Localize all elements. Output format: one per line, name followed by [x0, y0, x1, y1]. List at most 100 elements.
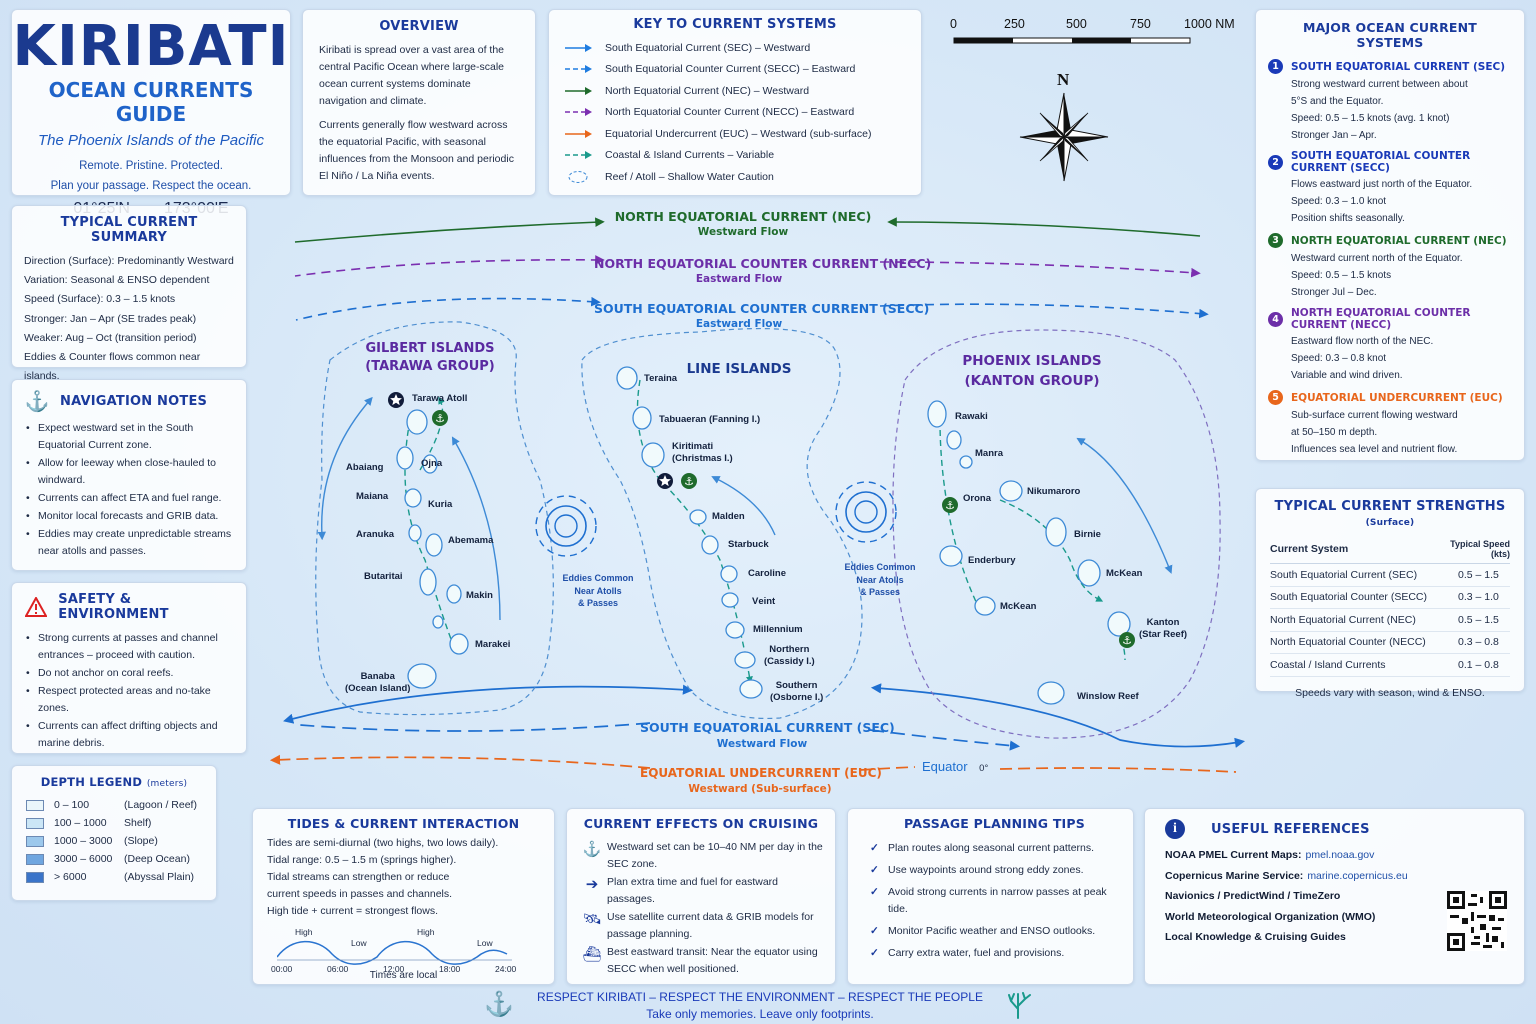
- key-item: North Equatorial Current (NEC) – Westwar…: [563, 80, 907, 102]
- major-systems-title: MAJOR OCEAN CURRENT SYSTEMS: [1302, 20, 1478, 50]
- passage-panel: PASSAGE PLANNING TIPS ✓Plan routes along…: [847, 808, 1134, 985]
- key-label: South Equatorial Current (SEC) – Westwar…: [605, 41, 811, 54]
- overview-title: OVERVIEW: [379, 19, 459, 34]
- strengths-note: Speeds vary with season, wind & ENSO.: [1295, 686, 1485, 699]
- system-name: NORTH EQUATORIAL CURRENT (NEC): [1291, 234, 1507, 247]
- list-item: Allow for leeway when close-hauled to wi…: [24, 455, 234, 489]
- depth-row: 3000 – 6000(Deep Ocean): [26, 850, 202, 868]
- system-cell: South Equatorial Current (SEC): [1270, 563, 1448, 587]
- speed-cell: 0.5 – 1.5: [1448, 608, 1510, 632]
- tide-low-label: Low: [477, 938, 493, 948]
- list-item: ⛴Best eastward transit: Near the equator…: [577, 944, 825, 978]
- tagline: Remote. Pristine. Protected. Plan your p…: [50, 160, 252, 192]
- table-row: North Equatorial Current (NEC)0.5 – 1.5: [1270, 608, 1510, 632]
- system-number-badge: 1: [1268, 59, 1283, 74]
- system-cell: Coastal / Island Currents: [1270, 653, 1448, 677]
- scale-labels: 0 250 500 750 1000 NM: [946, 17, 1246, 33]
- island-label: Tabuaeran (Fanning I.): [659, 414, 761, 425]
- strengths-table: Current System Typical Speed (kts) South…: [1270, 539, 1510, 677]
- check-icon: ✓: [870, 886, 879, 898]
- overview-panel: OVERVIEW Kiribati is spread over a vast …: [302, 9, 536, 196]
- list-item: Do not anchor on coral reefs.: [24, 665, 234, 682]
- list-item: ✓Use waypoints around strong eddy zones.: [870, 862, 1119, 879]
- reference-name: NOAA PMEL Current Maps:: [1165, 849, 1302, 861]
- sec-current: [283, 683, 1246, 751]
- key-line-icon: [565, 65, 592, 74]
- system-name: SOUTH EQUATORIAL COUNTER CURRENT (SECC): [1291, 150, 1471, 174]
- key-item: Equatorial Undercurrent (EUC) – Westward…: [563, 123, 907, 145]
- key-item: North Equatorial Counter Current (NECC) …: [563, 102, 907, 124]
- qr-code-icon[interactable]: [1447, 891, 1507, 951]
- system-line: Speed: 0.5 – 1.5 knots (avg. 1 knot): [1291, 113, 1450, 124]
- key-label: Equatorial Undercurrent (EUC) – Westward…: [605, 127, 872, 140]
- tip-text: Use waypoints around strong eddy zones.: [888, 864, 1084, 876]
- reference-link[interactable]: marine.copernicus.eu: [1307, 869, 1408, 882]
- depth-legend-title: DEPTH LEGEND: [40, 775, 143, 789]
- system-line: Stronger Jul – Dec.: [1291, 287, 1377, 298]
- equator-label: Equator 0°: [922, 759, 989, 774]
- island-label: Aranuka: [356, 529, 395, 540]
- island-label: Millennium: [753, 624, 803, 635]
- island-label: Kiritimati(Christmas I.): [672, 441, 733, 464]
- reference-link[interactable]: pmel.noaa.gov: [1305, 849, 1375, 861]
- island-label: Southern(Osborne I.): [770, 680, 824, 703]
- scale-tick: 250: [1004, 17, 1025, 31]
- safety-panel: SAFETY & ENVIRONMENT Strong currents at …: [11, 582, 247, 754]
- cruising-text: Westward set can be 10–40 NM per day in …: [607, 841, 823, 870]
- info-icon: i: [1165, 819, 1185, 839]
- footer: RESPECT KIRIBATI – RESPECT THE ENVIRONME…: [480, 989, 1040, 1023]
- sec-label: SOUTH EQUATORIAL CURRENT (SEC) Westward …: [640, 720, 895, 750]
- island-label: Abemama: [448, 535, 494, 546]
- island-label: Enderbury: [968, 555, 1016, 566]
- country-title: KIRIBATI: [12, 14, 290, 79]
- island-flow-arrows: [317, 396, 1173, 621]
- key-label: North Equatorial Counter Current (NECC) …: [605, 106, 855, 119]
- reference-name: Navionics / PredictWind / TimeZero: [1165, 890, 1341, 902]
- scale-bar: [953, 37, 1191, 44]
- compass-rose-icon: [1019, 92, 1109, 182]
- depth-range: 1000 – 3000: [54, 835, 113, 847]
- list-item: ⚓Westward set can be 10–40 NM per day in…: [577, 839, 825, 873]
- system-name: SOUTH EQUATORIAL CURRENT (SEC): [1291, 60, 1506, 73]
- table-row: North Equatorial Counter (NECC)0.3 – 0.8: [1270, 631, 1510, 654]
- list-item: ✓Monitor Pacific weather and ENSO outloo…: [870, 923, 1119, 940]
- tides-title: TIDES & CURRENT INTERACTION: [287, 816, 520, 831]
- arrow-right-icon: ➔: [585, 876, 599, 893]
- safety-list: Strong currents at passes and channel en…: [24, 630, 234, 752]
- depth-zone: (Lagoon / Reef): [124, 799, 197, 811]
- secc-label: SOUTH EQUATORIAL COUNTER CURRENT (SECC) …: [594, 301, 930, 330]
- euc-current: [269, 754, 1237, 773]
- depth-swatch: [26, 817, 44, 829]
- key-label: North Equatorial Current (NEC) – Westwar…: [605, 84, 810, 97]
- key-line-icon: [565, 151, 592, 160]
- depth-zone: Shelf): [124, 817, 152, 829]
- line-group-outline: [581, 327, 863, 720]
- island-label: Kuria: [428, 499, 453, 510]
- island-label: Starbuck: [728, 539, 769, 550]
- check-icon: ✓: [870, 842, 879, 854]
- tip-text: Monitor Pacific weather and ENSO outlook…: [888, 925, 1096, 937]
- check-icon: ✓: [870, 947, 879, 959]
- tide-high-label: High: [417, 927, 435, 937]
- island-label: Makin: [466, 590, 493, 601]
- reference-name: World Meteorological Organization (WMO): [1165, 910, 1376, 923]
- island-label: Maiana: [356, 491, 389, 502]
- island-label: McKean: [1000, 601, 1037, 612]
- navigation-title: NAVIGATION NOTES: [60, 394, 208, 409]
- nec-label: NORTH EQUATORIAL CURRENT (NEC) Westward …: [614, 209, 872, 238]
- svg-text:⚓: ⚓: [684, 475, 694, 488]
- cruising-panel: CURRENT EFFECTS ON CRUISING ⚓Westward se…: [566, 808, 836, 985]
- atolls: [396, 366, 1131, 705]
- system-line: Eastward flow north of the NEC.: [1291, 336, 1434, 347]
- compass-north-label: N: [1057, 70, 1070, 89]
